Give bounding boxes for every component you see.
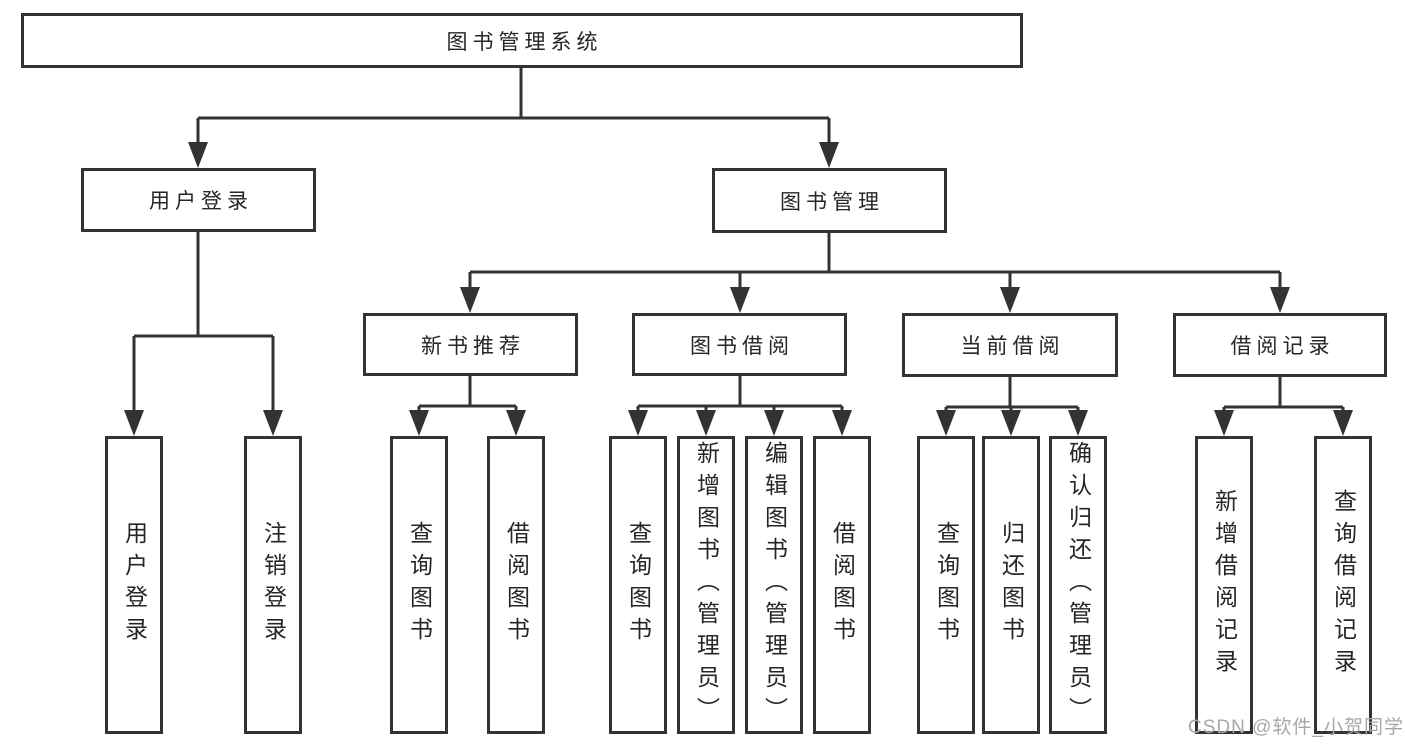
node-label: 新书推荐 — [421, 334, 525, 358]
node-label: 图书管理系统 — [446, 30, 603, 54]
node-borrowing-records: 借阅记录 — [1173, 313, 1387, 377]
node-library-management-system: 图书管理系统 — [21, 13, 1023, 68]
leaf-label: 查询借阅记录 — [1330, 489, 1357, 681]
leaf-label: 编辑图书（管理员） — [761, 441, 788, 729]
leaf-borrow-books-recommend: 借阅图书 — [487, 436, 545, 734]
leaf-query-books-recommend: 查询图书 — [390, 436, 448, 734]
leaf-label: 新增借阅记录 — [1211, 489, 1238, 681]
leaf-add-books-admin: 新增图书（管理员） — [677, 436, 735, 734]
leaf-label: 确认归还（管理员） — [1065, 441, 1092, 729]
node-label: 借阅记录 — [1230, 335, 1335, 358]
leaf-return-books: 归还图书 — [982, 436, 1040, 734]
leaf-label: 查询图书 — [933, 521, 960, 649]
leaf-logout: 注销登录 — [244, 436, 302, 734]
node-book-management: 图书管理 — [712, 168, 947, 233]
leaf-label: 查询图书 — [406, 521, 433, 649]
csdn-watermark: CSDN @软件_小贺同学 — [1188, 717, 1404, 738]
node-new-book-recommendation: 新书推荐 — [363, 313, 578, 376]
node-book-borrowing: 图书借阅 — [632, 313, 847, 376]
leaf-add-borrow-record: 新增借阅记录 — [1195, 436, 1253, 734]
leaf-query-books-current: 查询图书 — [917, 436, 975, 734]
leaf-edit-books-admin: 编辑图书（管理员） — [745, 436, 803, 734]
leaf-query-books-borrowing: 查询图书 — [609, 436, 667, 734]
leaf-confirm-return-admin: 确认归还（管理员） — [1049, 436, 1107, 734]
leaf-borrow-books: 借阅图书 — [813, 436, 871, 734]
node-label: 用户登录 — [149, 190, 253, 213]
leaf-query-borrow-record: 查询借阅记录 — [1314, 436, 1372, 734]
leaf-label: 新增图书（管理员） — [693, 441, 720, 729]
leaf-label: 注销登录 — [260, 521, 287, 649]
leaf-label: 用户登录 — [121, 521, 148, 649]
node-current-borrowing: 当前借阅 — [902, 313, 1118, 377]
node-label: 当前借阅 — [960, 335, 1065, 358]
leaf-label: 借阅图书 — [503, 521, 530, 649]
leaf-label: 归还图书 — [998, 521, 1025, 649]
leaf-user-login: 用户登录 — [105, 436, 163, 734]
node-user-login: 用户登录 — [81, 168, 316, 232]
node-label: 图书借阅 — [690, 334, 794, 358]
node-label: 图书管理 — [780, 190, 884, 214]
leaf-label: 借阅图书 — [829, 521, 856, 649]
leaf-label: 查询图书 — [625, 521, 652, 649]
